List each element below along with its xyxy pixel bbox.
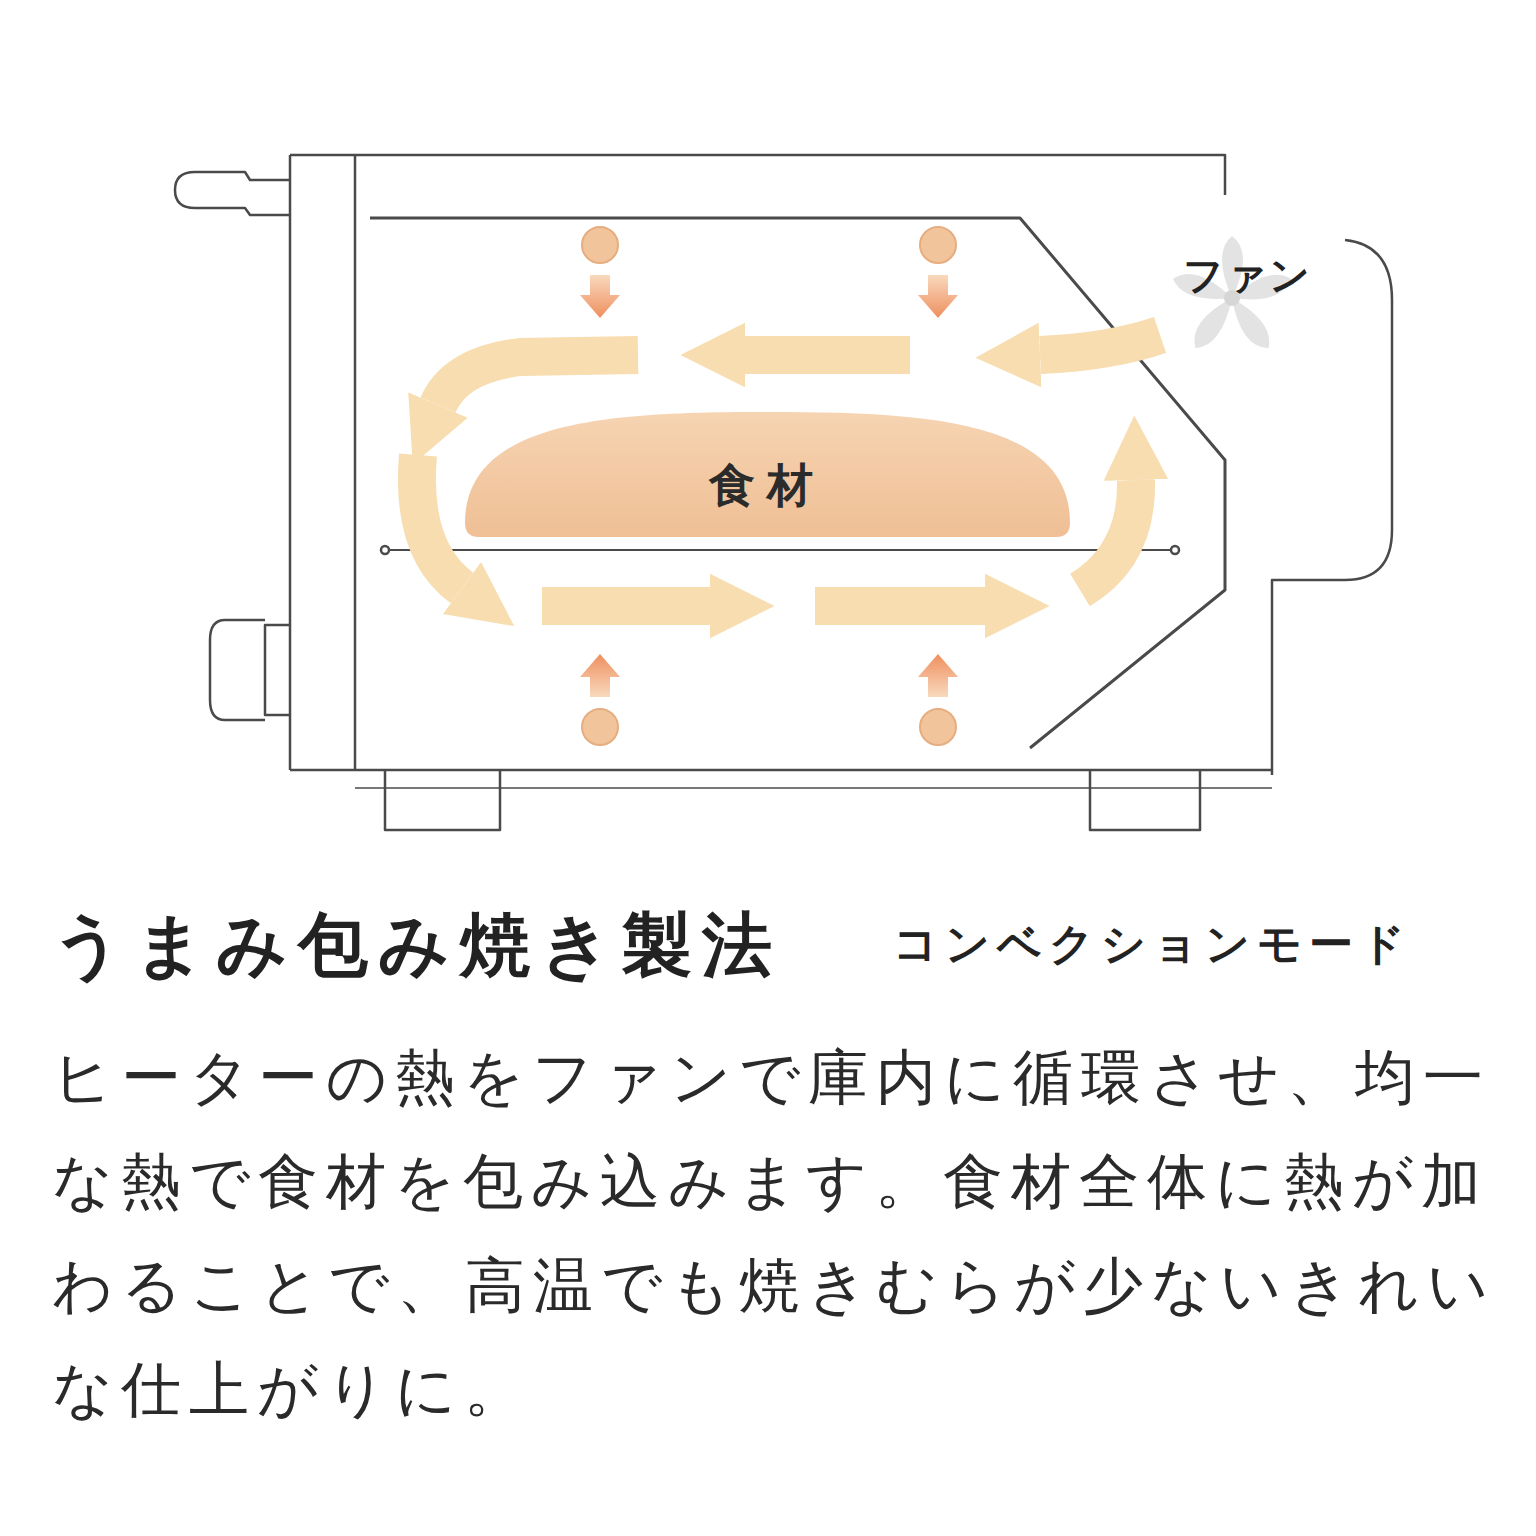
mode-label: コンベクションモード <box>893 915 1412 974</box>
caption: ヒーターの熱をファンで庫内に循環させ、均一な熱で食材を包み込みます。食材全体に熱… <box>52 1025 1502 1441</box>
heading: うまみ包み焼き製法 <box>52 900 782 990</box>
airflow-arrow <box>417 335 1160 606</box>
food-fill <box>465 412 1070 537</box>
oven-outline <box>175 155 1392 830</box>
food-shape: 食材 <box>465 412 1070 537</box>
fan-label: ファン <box>1183 248 1312 303</box>
node-text: 食材 <box>709 455 825 517</box>
